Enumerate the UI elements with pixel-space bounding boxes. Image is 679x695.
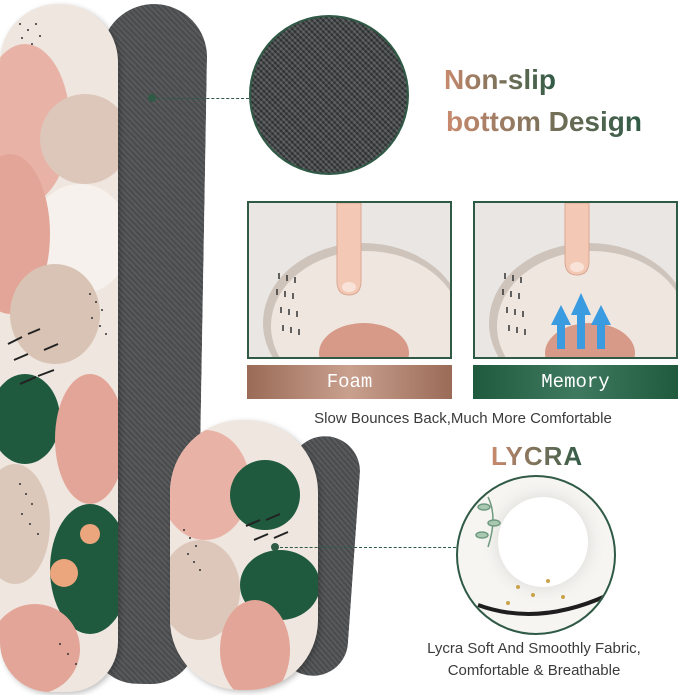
pattern-dashes bbox=[276, 273, 300, 335]
pattern-dot bbox=[80, 524, 100, 544]
pattern-blob bbox=[55, 374, 118, 504]
pattern-blob bbox=[0, 374, 60, 464]
memory-label: Memory bbox=[473, 365, 678, 399]
finger-press-icon bbox=[336, 203, 362, 296]
finger-press-icon bbox=[564, 203, 590, 276]
lycra-caption-line-2: Comfortable & Breathable bbox=[447, 662, 621, 679]
pattern-blob bbox=[40, 94, 118, 184]
callout-leader-line bbox=[152, 98, 249, 99]
heading-line-1: Non-slip bbox=[444, 62, 556, 98]
foam-label: Foam bbox=[247, 365, 452, 399]
lycra-title: LYCRA bbox=[491, 441, 584, 471]
pattern-blob bbox=[0, 604, 80, 692]
pattern-dashes bbox=[183, 513, 289, 571]
heading-line-2: bottom Design bbox=[446, 104, 642, 140]
pattern-dot bbox=[50, 559, 78, 587]
lycra-fabric-closeup bbox=[456, 475, 616, 635]
heel-pad-patterned-top bbox=[170, 420, 318, 690]
pattern-blob bbox=[230, 460, 300, 530]
pattern-blob bbox=[220, 600, 290, 690]
bounce-caption: Slow Bounces Back,Much More Comfortable bbox=[314, 410, 612, 427]
rebound-arrows-icon bbox=[551, 293, 611, 349]
foam-demo-panel bbox=[247, 201, 452, 359]
callout-dot bbox=[148, 94, 156, 102]
lycra-callout-dot bbox=[271, 543, 279, 551]
insole-patterned-top bbox=[0, 4, 118, 692]
pattern-blob bbox=[10, 264, 100, 364]
lycra-leader-line bbox=[275, 547, 456, 548]
non-slip-texture-closeup bbox=[249, 15, 409, 175]
floral-print bbox=[475, 496, 609, 616]
lycra-caption-line-1: Lycra Soft And Smoothly Fabric, bbox=[427, 640, 641, 657]
pattern-dashes bbox=[502, 273, 526, 335]
memory-demo-panel bbox=[473, 201, 678, 359]
pattern-dashes bbox=[7, 23, 107, 665]
fabric-fold bbox=[498, 497, 588, 587]
